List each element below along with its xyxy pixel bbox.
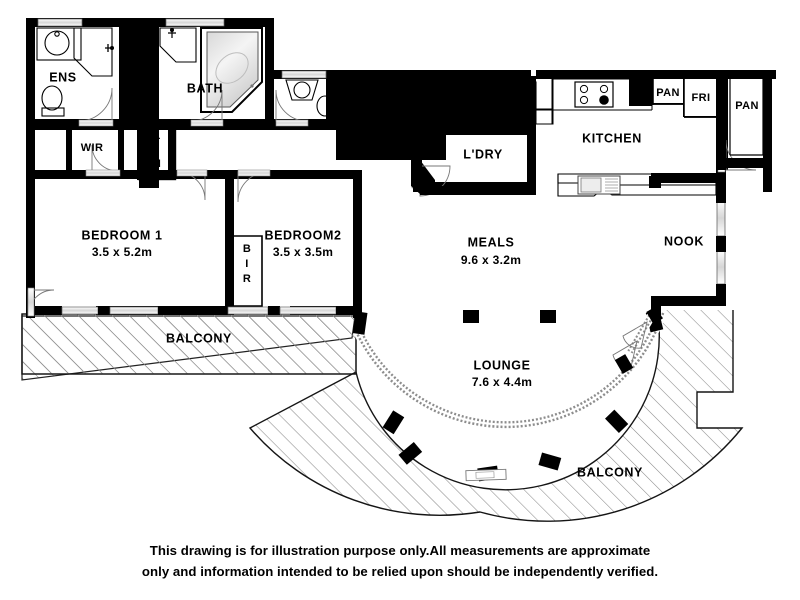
bir-closet	[234, 235, 263, 307]
balcony-front-floor	[21, 313, 357, 375]
ens-vanity	[36, 27, 82, 61]
wc-toilet-icon	[316, 95, 334, 117]
label-lin-i: I	[155, 144, 158, 156]
ens-shower-icon	[73, 27, 113, 77]
label-bir-r: R	[243, 273, 251, 285]
label-lin-l: L	[153, 130, 160, 142]
column-left-icon	[463, 310, 479, 323]
room-labels: ENS BATH WIR L I N BEDROOM 1 3.5 x 5.2m …	[49, 70, 759, 479]
wc-basin-icon	[293, 81, 311, 99]
label-balcony-front: BALCONY	[166, 331, 232, 345]
structural-columns	[463, 310, 556, 323]
wc-vanity	[285, 79, 319, 101]
disclaimer-line-1: This drawing is for illustration purpose…	[149, 543, 651, 558]
interior-solid-mass	[336, 70, 531, 160]
label-pantry2: PAN	[735, 100, 759, 112]
lounge-curved-window-wall	[353, 310, 667, 431]
label-nook: NOOK	[664, 234, 704, 248]
bath-fixtures	[159, 27, 263, 113]
bath-shower-icon	[159, 27, 197, 63]
laundry-walls	[411, 70, 536, 195]
label-balcony-curved: BALCONY	[577, 465, 643, 479]
label-bath: BATH	[187, 81, 223, 95]
lounge-curve-door	[465, 468, 507, 482]
label-kitchen: KITCHEN	[582, 131, 642, 145]
bath-tub-icon	[206, 31, 259, 108]
label-ens: ENS	[49, 70, 77, 84]
ens-basin-icon	[44, 30, 70, 56]
label-pantry1: PAN	[656, 87, 680, 99]
lounge-french-doors	[612, 306, 663, 374]
label-bir-b: B	[243, 243, 251, 255]
balcony-curved-floor	[248, 299, 744, 522]
kitchen-wall-bits	[536, 70, 772, 170]
label-lounge-dim: 7.6 x 4.4m	[472, 375, 532, 389]
label-meals: MEALS	[468, 235, 515, 249]
label-lin-n: N	[153, 158, 161, 170]
ens-toilet-icon	[41, 85, 63, 111]
bath-tub-outline	[200, 27, 263, 113]
disclaimer-line-2: only and information intended to be reli…	[141, 564, 659, 579]
label-bedroom1: BEDROOM 1	[81, 228, 162, 242]
label-wir: WIR	[81, 142, 104, 154]
wc-fixtures	[285, 79, 337, 117]
nook-walls	[651, 173, 726, 318]
bedroom-south-wall	[26, 306, 362, 315]
label-fridge: FRI	[692, 92, 711, 104]
label-bir-i: I	[245, 258, 248, 270]
label-bedroom1-dim: 3.5 x 5.2m	[92, 245, 152, 259]
label-meals-dim: 9.6 x 3.2m	[461, 253, 521, 267]
ens-fixtures	[36, 27, 114, 117]
kitchen-fixtures	[535, 78, 717, 197]
label-bedroom2-dim: 3.5 x 3.5m	[273, 245, 333, 259]
label-lounge: LOUNGE	[473, 358, 530, 372]
label-bedroom2: BEDROOM2	[264, 228, 341, 242]
label-ldry: L'DRY	[463, 147, 503, 161]
pantry-fridge-lines	[652, 79, 764, 156]
column-right-icon	[540, 310, 556, 323]
